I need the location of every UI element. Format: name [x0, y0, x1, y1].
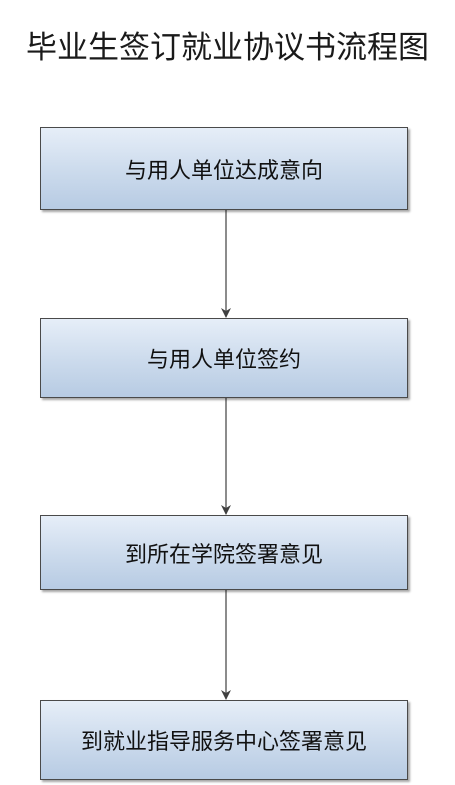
diagram-title: 毕业生签订就业协议书流程图 [26, 30, 429, 66]
flow-step-4-label: 到就业指导服务中心签署意见 [80, 730, 367, 755]
flow-step-3-label: 到所在学院签署意见 [124, 542, 323, 568]
flow-step-1: 与用人单位达成意向 [40, 127, 408, 210]
flow-step-3: 到所在学院签署意见 [40, 515, 408, 590]
flow-step-1-label: 与用人单位达成意向 [124, 158, 323, 184]
flow-step-2: 与用人单位签约 [40, 318, 408, 398]
flow-step-2-label: 与用人单位签约 [146, 348, 301, 373]
flow-step-4: 到就业指导服务中心签署意见 [40, 700, 408, 780]
